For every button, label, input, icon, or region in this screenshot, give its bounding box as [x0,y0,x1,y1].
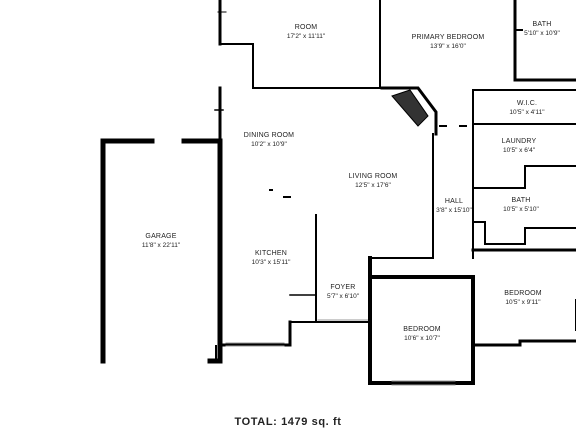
laundry-walls [472,165,576,189]
room-label-room: ROOM 17'2" x 11'11" [287,23,325,41]
room-dims: 10'5" x 9'11" [505,299,541,306]
room-name: W.I.C. [516,100,538,107]
room-dims: 10'5" x 4'11" [509,109,545,116]
room-dims: 11'8" x 22'11" [141,242,181,249]
room-label-hall: HALL 3'8" x 15'10" [436,197,472,215]
bedroom-2-walls [368,256,475,385]
room-name: LAUNDRY [501,138,537,145]
room-name: GARAGE [145,233,177,240]
room-label-bath-1: BATH 5'10" x 10'9" [524,20,560,38]
room-dims: 17'2" x 11'11" [286,33,326,40]
room-dims: 10'2" x 10'9" [251,141,287,148]
room-dims: 10'5" x 6'4" [502,147,536,154]
room-name: BATH [532,21,552,28]
kitchen-bottom-wall [218,320,292,347]
garage-walls [100,138,223,364]
fireplace-wall [380,86,438,136]
room-name: ROOM [294,24,318,31]
room-label-dining-room: DINING ROOM 10'2" x 10'9" [244,131,294,149]
bedroom-1-walls [471,248,576,347]
room-name: BEDROOM [403,326,441,333]
room-name: HALL [444,198,464,205]
room-dims: 10'5" x 5'10" [503,206,539,213]
room-dims: 5'7" x 6'10" [326,293,360,300]
room-dims: 13'9" x 16'0" [430,43,466,50]
room-label-bedroom-2: BEDROOM 10'6" x 10'7" [403,325,441,343]
room-dims: 10'3" x 15'11" [251,259,291,266]
room-label-kitchen: KITCHEN 10'3" x 15'11" [252,249,291,267]
room-dims: 3'8" x 15'10" [436,207,472,214]
room-lower-wall [219,43,381,89]
room-name: FOYER [330,284,356,291]
room-name: KITCHEN [254,250,288,257]
room-label-bedroom-1: BEDROOM 10'5" x 9'11" [504,289,542,307]
room-label-bath-2: BATH 10'5" x 5'10" [503,196,539,214]
room-label-laundry: LAUNDRY 10'5" x 6'4" [502,137,537,155]
bath-2-walls [472,221,576,245]
room-dims: 12'5" x 17'6" [355,182,391,189]
room-name: DINING ROOM [243,132,295,139]
room-name: BATH [511,197,531,204]
bath-1-walls [513,0,576,82]
wic-walls [472,89,576,125]
room-dims: 10'6" x 10'7" [404,335,440,342]
foyer-walls [289,214,317,323]
room-dims: 5'10" x 10'9" [524,30,560,37]
room-name: LIVING ROOM [348,173,398,180]
fireplace [391,89,429,127]
room-label-garage: GARAGE 11'8" x 22'11" [142,232,180,250]
room-label-primary-bedroom: PRIMARY BEDROOM 13'9" x 16'0" [412,33,485,51]
room-name: BEDROOM [504,290,542,297]
total-area: TOTAL: 1479 sq. ft [234,416,342,428]
room-name: PRIMARY BEDROOM [411,34,485,41]
room-label-living-room: LIVING ROOM 12'5" x 17'6" [349,172,398,190]
room-label-wic: W.I.C. 10'5" x 4'11" [509,99,544,117]
room-label-foyer: FOYER 5'7" x 6'10" [327,283,359,301]
